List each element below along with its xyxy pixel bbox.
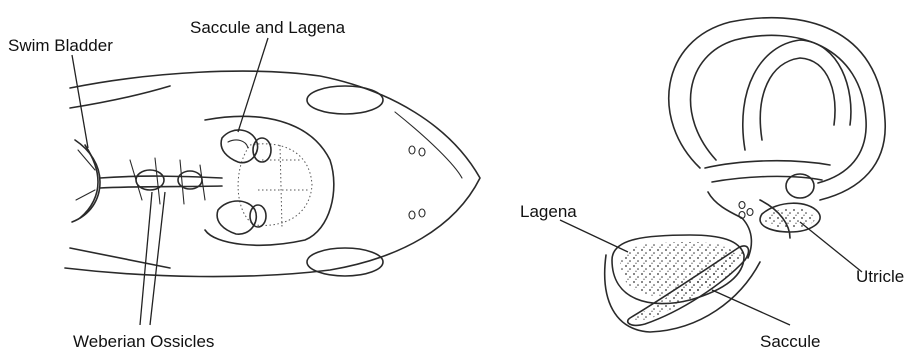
weberian-ossicles-leader-1 bbox=[140, 192, 152, 325]
utricle-label: Utricle bbox=[856, 267, 904, 286]
inner-ear-drawing bbox=[605, 18, 886, 332]
utricle-leader bbox=[800, 222, 862, 272]
saccule-and-lagena-label: Saccule and Lagena bbox=[190, 18, 346, 37]
swim-bladder-label: Swim Bladder bbox=[8, 36, 113, 55]
fish-head-drawing bbox=[65, 71, 480, 276]
saccule-leader bbox=[712, 290, 790, 325]
swim-bladder-leader bbox=[72, 55, 88, 148]
saccule-label: Saccule bbox=[760, 332, 820, 351]
weberian-ossicles-leader-2 bbox=[150, 192, 165, 325]
lagena-label: Lagena bbox=[520, 202, 577, 221]
weberian-ossicles-label: Weberian Ossicles bbox=[73, 332, 214, 351]
lagena-leader bbox=[560, 220, 628, 252]
